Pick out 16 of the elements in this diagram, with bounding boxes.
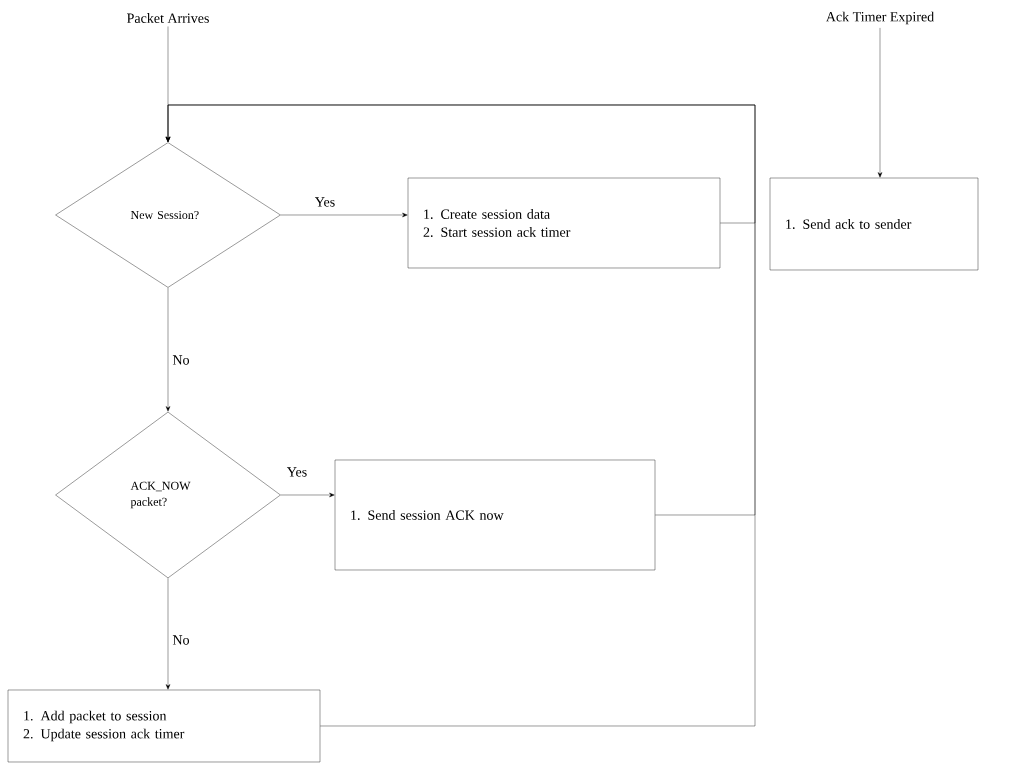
edge-label: Yes (313, 196, 337, 208)
edge-label: No (171, 354, 191, 366)
process-box: 1. Send session ACK now (334, 459, 656, 571)
process-box: 1. Send ack to sender (769, 177, 979, 271)
arrow (877, 27, 883, 178)
start-label: Ack Timer Expired (825, 11, 934, 25)
process-box: 1. Create session data 2. Start session ack timer (407, 177, 721, 269)
edge-label: Yes (285, 466, 309, 478)
edge-label: No (171, 634, 191, 646)
arrow (280, 492, 335, 498)
start-label: Packet Arrives (127, 13, 209, 23)
arrow (165, 287, 171, 412)
arrow (165, 104, 756, 727)
arrow (280, 212, 408, 218)
arrow (165, 578, 171, 690)
process-box: 1. Add packet to session 2. Update session ack timer (7, 689, 321, 763)
